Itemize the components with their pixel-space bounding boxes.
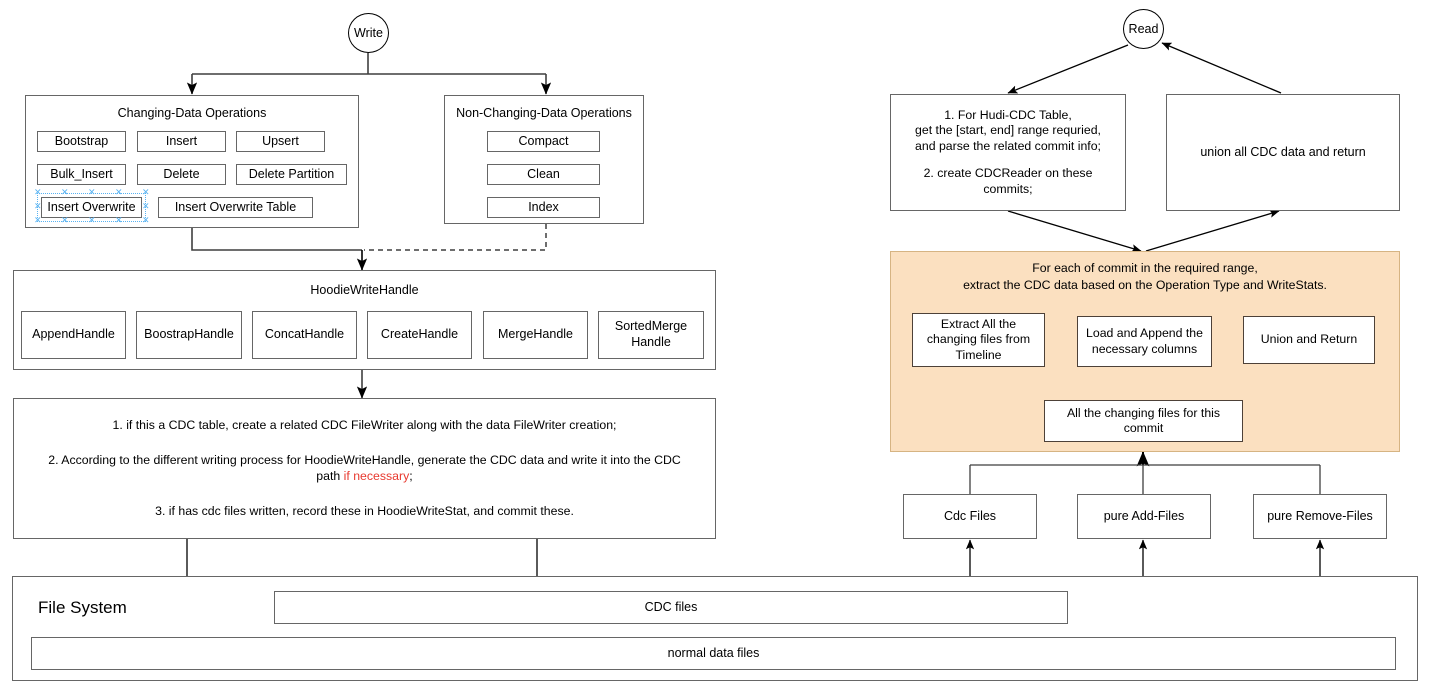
per-commit-caption-line1: For each of commit in the required range… xyxy=(1032,261,1258,275)
handle-create[interactable]: CreateHandle xyxy=(367,311,472,359)
op-upsert-label: Upsert xyxy=(262,133,299,148)
union-all-cdc-box: union all CDC data and return xyxy=(1166,94,1400,211)
handle-concat-label: ConcatHandle xyxy=(264,327,345,342)
op-clean-label: Clean xyxy=(527,166,560,181)
write-start-label: Write xyxy=(354,26,383,40)
all-changing-files-box[interactable]: All the changing files for this commit xyxy=(1044,400,1243,442)
op-insert-overwrite-table-label: Insert Overwrite Table xyxy=(174,199,297,214)
read-step1-line2: get the [start, end] range requried, xyxy=(915,123,1101,138)
op-delete[interactable]: Delete xyxy=(137,164,226,185)
handle-sorted-merge-label-line1: SortedMerge xyxy=(614,319,688,334)
file-system-title: File System xyxy=(38,598,127,617)
read-step1-line1: 1. For Hudi-CDC Table, xyxy=(944,108,1072,123)
normal-data-files-store-label: normal data files xyxy=(667,645,760,660)
cdc-write-steps-box: 1. if this a CDC table, create a related… xyxy=(13,398,716,539)
extract-changing-files-line1: Extract All the xyxy=(940,316,1017,331)
pure-remove-files-label: pure Remove-Files xyxy=(1267,508,1373,523)
cdc-write-step-3: 3. if has cdc files written, record thes… xyxy=(155,503,574,518)
union-and-return-label: Union and Return xyxy=(1260,332,1358,347)
op-compact[interactable]: Compact xyxy=(487,131,600,152)
load-append-line2: necessary columns xyxy=(1091,341,1198,356)
op-compact-label: Compact xyxy=(518,133,569,148)
all-changing-files-line2: commit xyxy=(1123,421,1164,435)
extract-changing-files-box[interactable]: Extract All the changing files from Time… xyxy=(912,313,1045,367)
cdc-write-step-1: 1. if this a CDC table, create a related… xyxy=(112,417,617,432)
changing-data-operations-title: Changing-Data Operations xyxy=(117,106,267,120)
op-insert-overwrite-table[interactable]: Insert Overwrite Table xyxy=(158,197,313,218)
read-step1-box: 1. For Hudi-CDC Table, get the [start, e… xyxy=(890,94,1126,211)
op-insert-overwrite-label: Insert Overwrite xyxy=(47,199,136,214)
extract-changing-files-line2: changing files from xyxy=(926,332,1031,347)
union-all-cdc-label: union all CDC data and return xyxy=(1200,144,1366,159)
read-step1-line5: 2. create CDCReader on these xyxy=(923,166,1093,181)
per-commit-caption-line2: extract the CDC data based on the Operat… xyxy=(963,277,1327,292)
cdc-write-step-2-suffix: ; xyxy=(409,468,413,483)
load-append-columns-box[interactable]: Load and Append the necessary columns xyxy=(1077,316,1212,367)
all-changing-files-line1: All the changing files for this xyxy=(1066,405,1221,420)
cdc-write-step-2-line1: 2. According to the different writing pr… xyxy=(48,453,681,468)
pure-remove-files-box[interactable]: pure Remove-Files xyxy=(1253,494,1387,539)
handle-boostrap-label: BoostrapHandle xyxy=(144,327,234,342)
handle-sorted-merge-label-line2: Handle xyxy=(631,335,671,349)
read-step1-line3: and parse the related commit info; xyxy=(915,138,1101,153)
load-append-line1: Load and Append the xyxy=(1086,326,1203,341)
cdc-write-step-2-emphasis: if necessary xyxy=(343,468,410,483)
op-delete-label: Delete xyxy=(163,166,200,181)
normal-data-files-store[interactable]: normal data files xyxy=(31,637,1396,670)
cdc-write-step-2: 2. According to the different writing pr… xyxy=(48,453,680,484)
op-insert[interactable]: Insert xyxy=(137,131,226,152)
cdc-files-store-label: CDC files xyxy=(644,599,698,614)
handle-concat[interactable]: ConcatHandle xyxy=(252,311,357,359)
cdc-files-source-label: Cdc Files xyxy=(943,508,997,523)
read-start-node[interactable]: Read xyxy=(1123,9,1164,49)
handle-merge-label: MergeHandle xyxy=(497,327,574,342)
op-index[interactable]: Index xyxy=(487,197,600,218)
op-bulk-insert[interactable]: Bulk_Insert xyxy=(37,164,126,185)
op-delete-partition-label: Delete Partition xyxy=(248,166,335,181)
write-start-node[interactable]: Write xyxy=(348,13,389,53)
non-changing-data-operations-title: Non-Changing-Data Operations xyxy=(456,106,632,120)
op-insert-label: Insert xyxy=(165,133,198,148)
cdc-files-source-box[interactable]: Cdc Files xyxy=(903,494,1037,539)
extract-changing-files-line3: Timeline xyxy=(955,347,1002,362)
pure-add-files-label: pure Add-Files xyxy=(1103,508,1185,523)
cdc-files-store[interactable]: CDC files xyxy=(274,591,1068,624)
handle-append[interactable]: AppendHandle xyxy=(21,311,126,359)
op-insert-overwrite[interactable]: Insert Overwrite xyxy=(41,197,142,218)
handle-create-label: CreateHandle xyxy=(380,327,459,342)
cdc-write-step-2-prefix: path xyxy=(316,468,344,483)
read-start-label: Read xyxy=(1128,22,1159,36)
handle-append-label: AppendHandle xyxy=(32,327,115,342)
handle-sorted-merge[interactable]: SortedMerge Handle xyxy=(598,311,704,359)
op-index-label: Index xyxy=(528,199,559,214)
op-bootstrap[interactable]: Bootstrap xyxy=(37,131,126,152)
hoodie-write-handle-title: HoodieWriteHandle xyxy=(310,283,419,297)
pure-add-files-box[interactable]: pure Add-Files xyxy=(1077,494,1211,539)
read-step1-line6: commits; xyxy=(983,181,1033,196)
handle-merge[interactable]: MergeHandle xyxy=(483,311,588,359)
per-commit-extraction-caption: For each of commit in the required range… xyxy=(890,260,1400,293)
op-clean[interactable]: Clean xyxy=(487,164,600,185)
op-upsert[interactable]: Upsert xyxy=(236,131,325,152)
op-delete-partition[interactable]: Delete Partition xyxy=(236,164,347,185)
op-bulk-insert-label: Bulk_Insert xyxy=(50,166,113,181)
handle-boostrap[interactable]: BoostrapHandle xyxy=(136,311,242,359)
op-bootstrap-label: Bootstrap xyxy=(54,133,109,148)
union-and-return-box[interactable]: Union and Return xyxy=(1243,316,1375,364)
